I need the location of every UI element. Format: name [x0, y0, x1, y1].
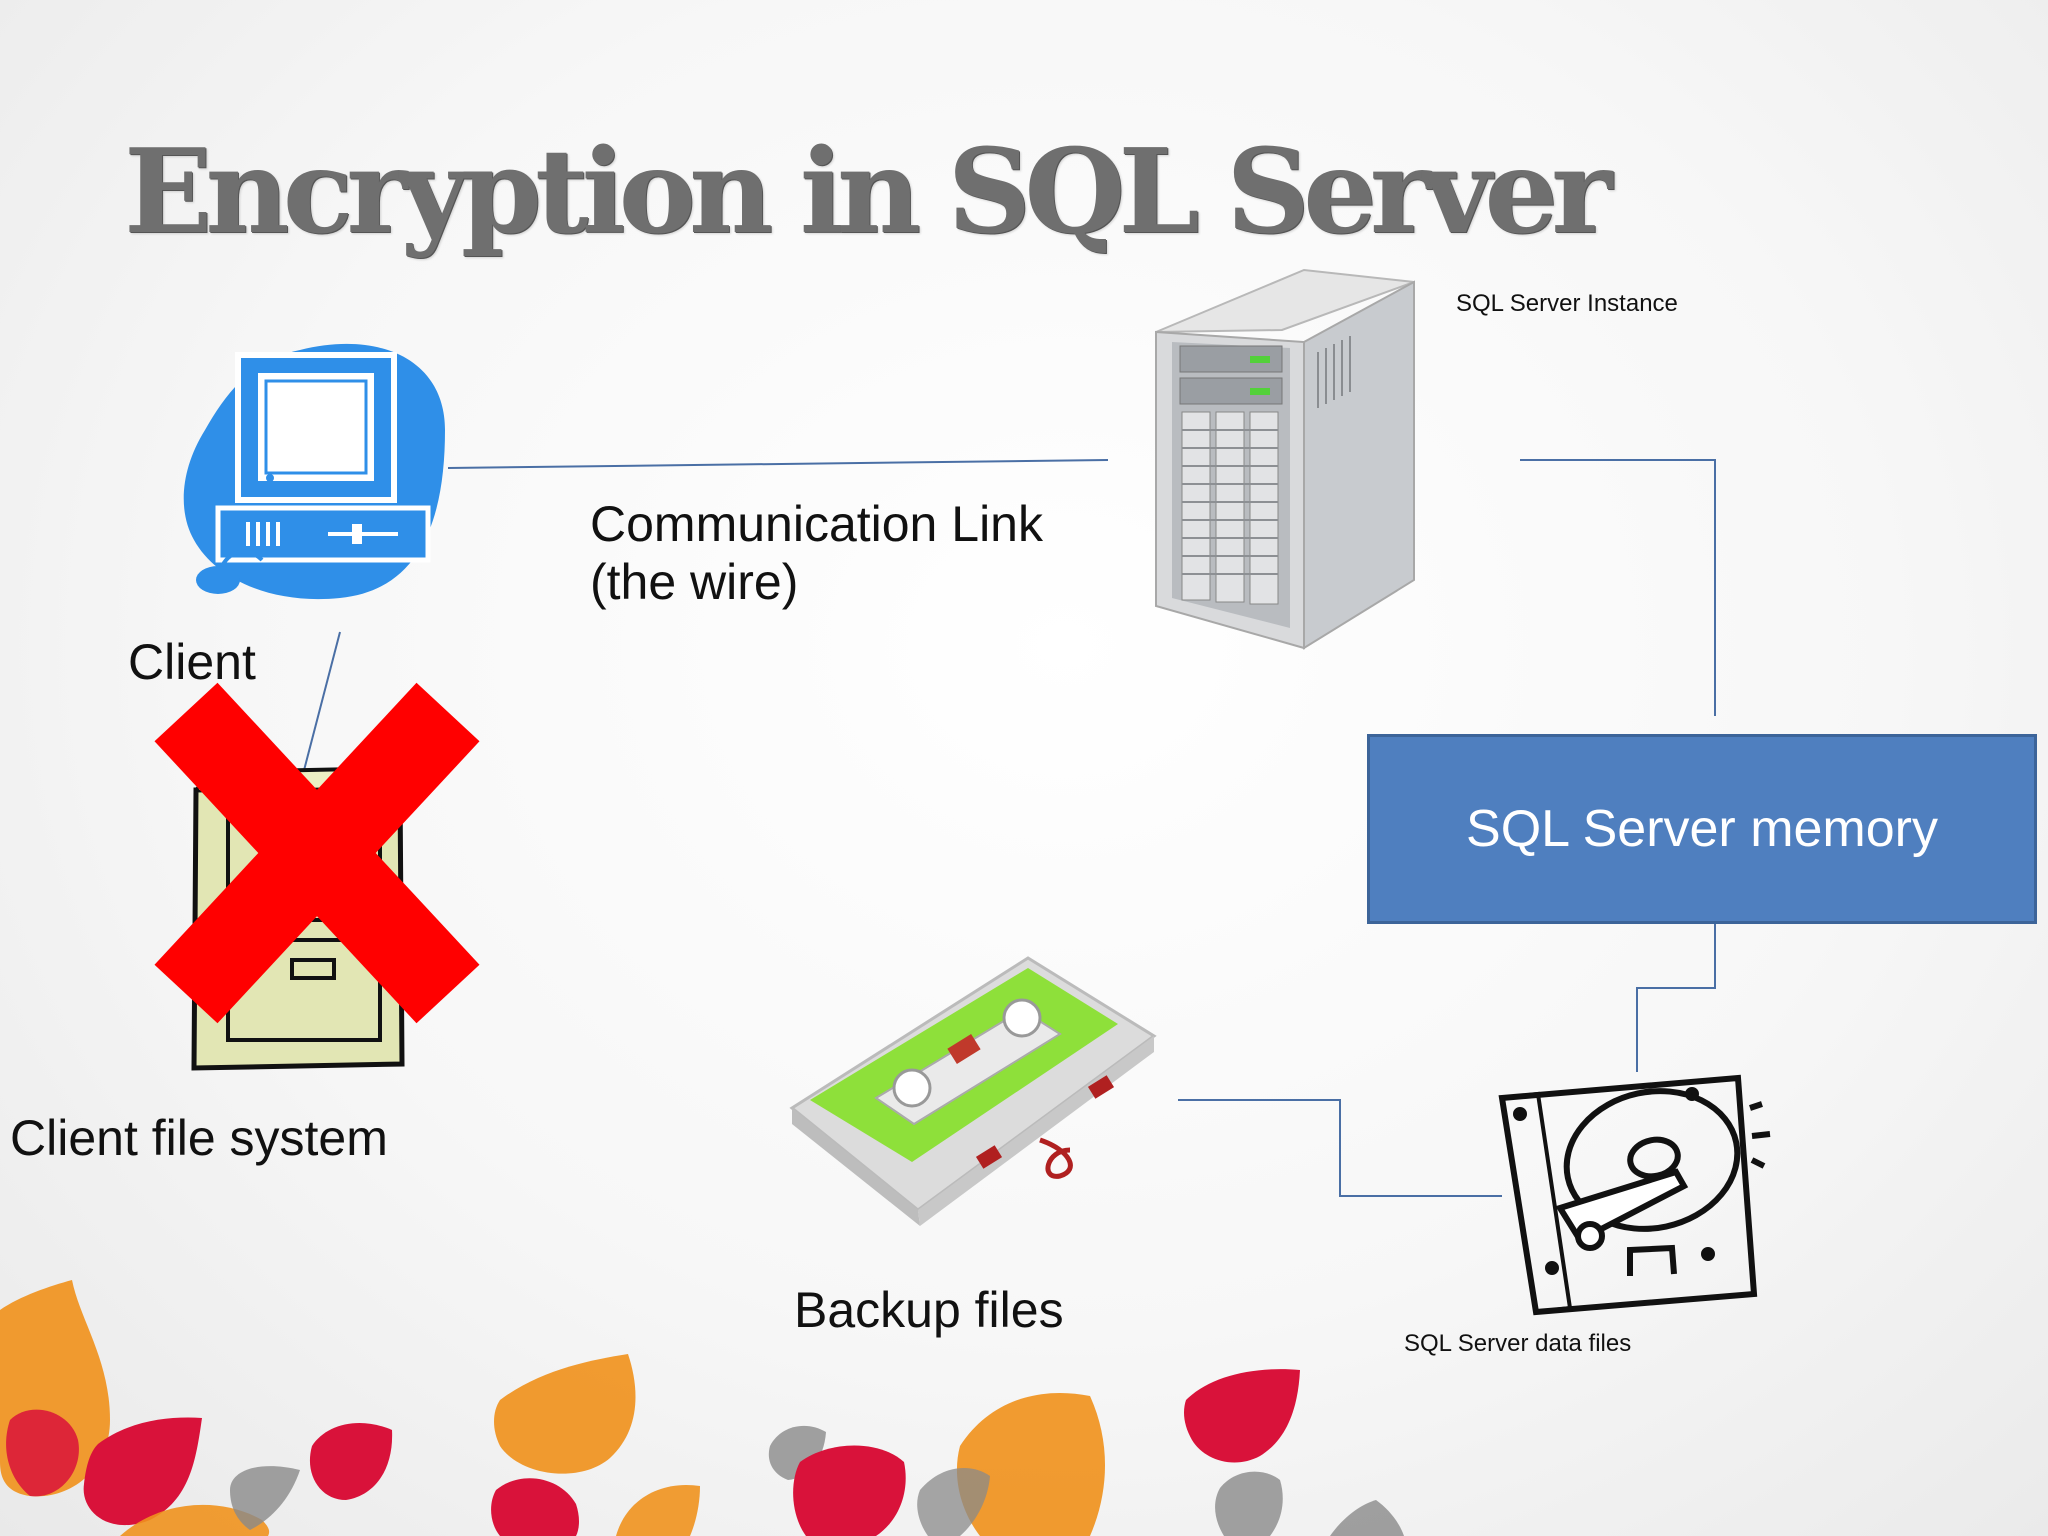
- client-filesystem-line: [301, 631, 341, 779]
- slide-title: Encryption in SQL Server: [124, 124, 1612, 260]
- decorative-petals: [0, 1280, 1404, 1536]
- backup-datafiles-connector: [1178, 1099, 1502, 1197]
- sql-server-memory-label: SQL Server memory: [1466, 800, 1938, 858]
- server-memory-connector: [1520, 459, 1716, 716]
- sql-server-memory-box: SQL Server memory: [1367, 734, 2037, 924]
- client-label: Client: [128, 634, 256, 690]
- communication-link-label: Communication Link: [590, 496, 1043, 552]
- server-tower-icon: [1155, 268, 1415, 650]
- communication-link-sublabel: (the wire): [590, 554, 799, 610]
- desktop-computer-icon: [183, 343, 446, 600]
- client-file-system-label: Client file system: [10, 1110, 388, 1166]
- hard-drive-icon: [1498, 1074, 1771, 1316]
- sql-server-instance-label: SQL Server Instance: [1456, 290, 1678, 317]
- red-x-icon: [154, 682, 480, 1024]
- memory-datafiles-connector: [1636, 924, 1716, 1072]
- backup-files-label: Backup files: [794, 1282, 1064, 1338]
- sql-server-data-files-label: SQL Server data files: [1404, 1330, 1632, 1357]
- communication-link-line: [447, 459, 1109, 469]
- cassette-tape-icon: [789, 956, 1157, 1226]
